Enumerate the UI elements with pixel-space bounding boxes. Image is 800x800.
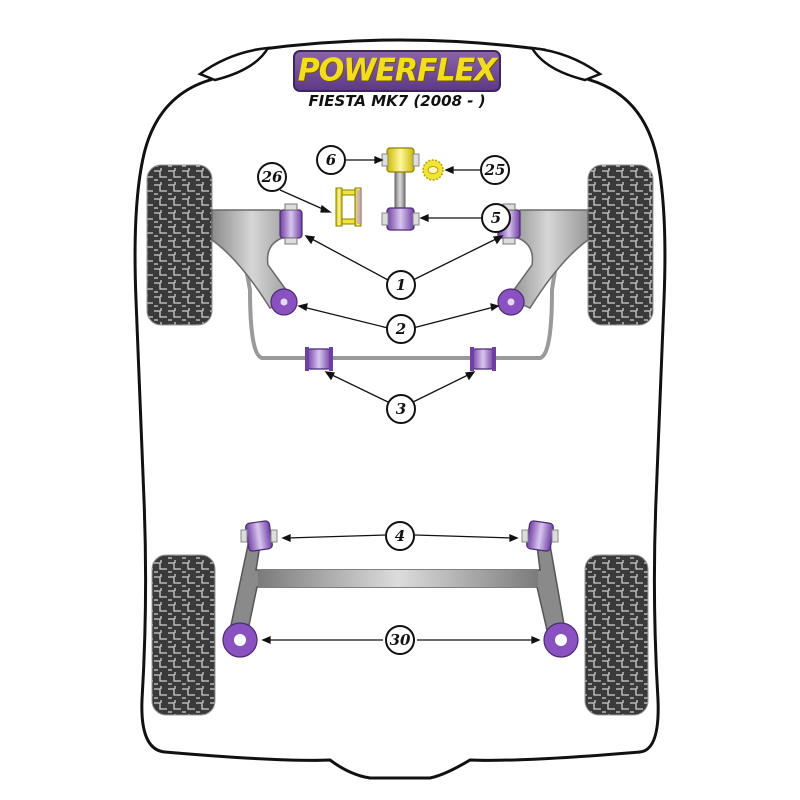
callout-6: 6 — [316, 145, 346, 175]
callout-5: 5 — [481, 203, 511, 233]
bushing-30-right — [543, 622, 579, 658]
bushing-26 — [335, 187, 362, 227]
callout-25: 25 — [480, 155, 510, 185]
bushing-4-left — [240, 520, 278, 552]
bushing-4-right — [521, 520, 559, 552]
tyre-rear-right — [584, 554, 649, 716]
logo-text: POWERFLEX — [297, 52, 497, 89]
bushing-30-left — [222, 622, 258, 658]
tyre-rear-left — [151, 554, 216, 716]
bushing-2-right — [497, 288, 525, 316]
callout-26: 26 — [257, 162, 287, 192]
bushing-25 — [422, 159, 444, 181]
bushing-2-left — [270, 288, 298, 316]
tyre-front-left — [146, 164, 213, 326]
callout-1: 1 — [386, 270, 416, 300]
tyres — [146, 164, 654, 716]
callout-2: 2 — [386, 314, 416, 344]
leader-arrows — [261, 156, 541, 644]
vehicle-model-title: FIESTA MK7 (2008 - ) — [308, 92, 486, 110]
callout-30: 30 — [385, 625, 415, 655]
tyre-front-right — [587, 164, 654, 326]
bushing-1-left — [279, 203, 303, 245]
bushing-3-left — [305, 347, 333, 371]
powerflex-logo: POWERFLEX — [293, 50, 501, 92]
callout-4: 4 — [385, 521, 415, 551]
drop-link — [381, 147, 420, 231]
callout-3: 3 — [386, 394, 416, 424]
bushing-3-right — [470, 347, 496, 371]
